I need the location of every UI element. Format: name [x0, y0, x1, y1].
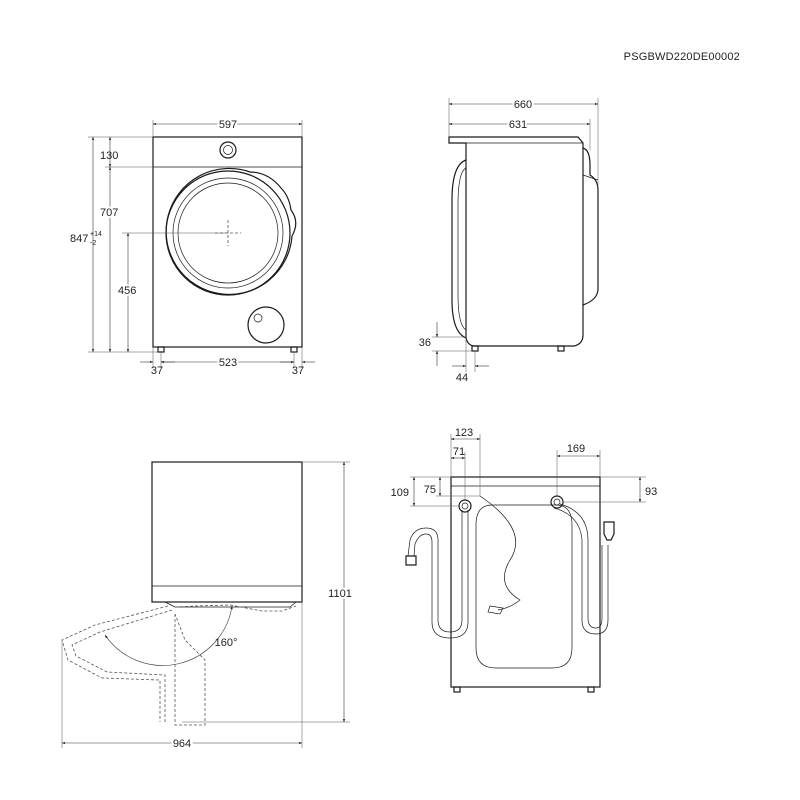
rear-body-outline — [450, 476, 601, 688]
side-body-outline — [448, 136, 584, 347]
side-back-line — [582, 174, 599, 181]
door-frame — [165, 167, 297, 295]
dim-inlet-horizontal: 123 — [455, 427, 473, 439]
dim-depth-total: 660 — [514, 99, 532, 111]
side-door-profile — [451, 159, 467, 339]
top-view: 160° 1101 964 — [61, 461, 354, 752]
dim-door-bottom: 456 — [118, 285, 136, 297]
dim-door-center: 707 — [100, 207, 118, 219]
door-open-outline-inner — [71, 609, 173, 722]
dim-depth-body: 631 — [509, 119, 527, 131]
top-door-closed-dashed — [174, 604, 297, 612]
filter-cover-knob — [253, 313, 263, 323]
dim-total-height-tol-plus: +14 — [90, 231, 102, 238]
inlet-connector-inner — [461, 502, 469, 510]
dim-total-height-tol-minus: -2 — [90, 240, 96, 247]
side-view: 660 631 36 44 — [419, 97, 599, 384]
inlet-hose — [407, 510, 463, 633]
dim-total-height: 847 — [70, 233, 88, 245]
dim-door-angle: 160° — [215, 637, 238, 649]
dim-inlet-vertical-outer: 109 — [391, 487, 409, 499]
drain-connector-icon — [550, 495, 564, 509]
drain-connector-inner — [553, 498, 561, 506]
inlet-connector-icon — [458, 499, 472, 513]
door-open-outline — [61, 605, 169, 722]
inlet-hose-outer — [413, 510, 469, 639]
dim-feet-spacing: 523 — [219, 357, 237, 369]
dim-inlet-offset: 71 — [453, 446, 465, 458]
drain-hose-inner — [559, 503, 603, 629]
door-open-hinge-outline — [174, 613, 206, 726]
dim-feet-height: 36 — [419, 337, 431, 349]
door-angle-arc — [104, 605, 233, 666]
drain-hook-icon — [603, 521, 615, 541]
program-knob-inner — [223, 145, 233, 155]
inlet-hose-fitting-icon — [405, 555, 417, 566]
document-code: PSGBWD220DE00002 — [624, 51, 740, 63]
rear-foot-left — [453, 686, 461, 693]
front-foot-right — [290, 346, 298, 353]
power-cord — [479, 495, 521, 611]
front-body-outline — [152, 136, 303, 348]
top-door-closed — [164, 601, 297, 608]
program-knob-icon — [219, 141, 237, 159]
side-back-bulge — [582, 147, 599, 306]
dim-foot-right: 37 — [292, 365, 304, 377]
dim-drain-horizontal: 169 — [567, 443, 585, 455]
top-body-outline — [151, 461, 303, 603]
rear-access-panel — [475, 504, 573, 669]
dim-width: 597 — [219, 119, 237, 131]
side-door-inner — [457, 167, 467, 331]
filter-cover — [247, 306, 285, 344]
dim-width-door-open: 964 — [173, 738, 191, 750]
rear-view: 123 71 109 75 169 93 — [391, 427, 657, 693]
front-foot-left — [157, 346, 165, 353]
dim-drain-vertical: 93 — [645, 486, 657, 498]
dim-feet-inset: 44 — [456, 372, 468, 384]
front-view: 597 130 707 847 +14 -2 456 37 523 37 — [68, 117, 315, 377]
dim-inlet-vertical-inner: 75 — [424, 484, 436, 496]
drain-hose — [553, 507, 609, 635]
dim-foot-left: 37 — [151, 365, 163, 377]
side-foot-back — [557, 345, 565, 352]
dim-height-door-open: 1101 — [328, 588, 352, 600]
rear-foot-right — [587, 686, 595, 693]
dim-top-panel: 130 — [100, 150, 118, 162]
side-foot-front — [471, 345, 479, 352]
power-plug-icon — [487, 605, 504, 615]
